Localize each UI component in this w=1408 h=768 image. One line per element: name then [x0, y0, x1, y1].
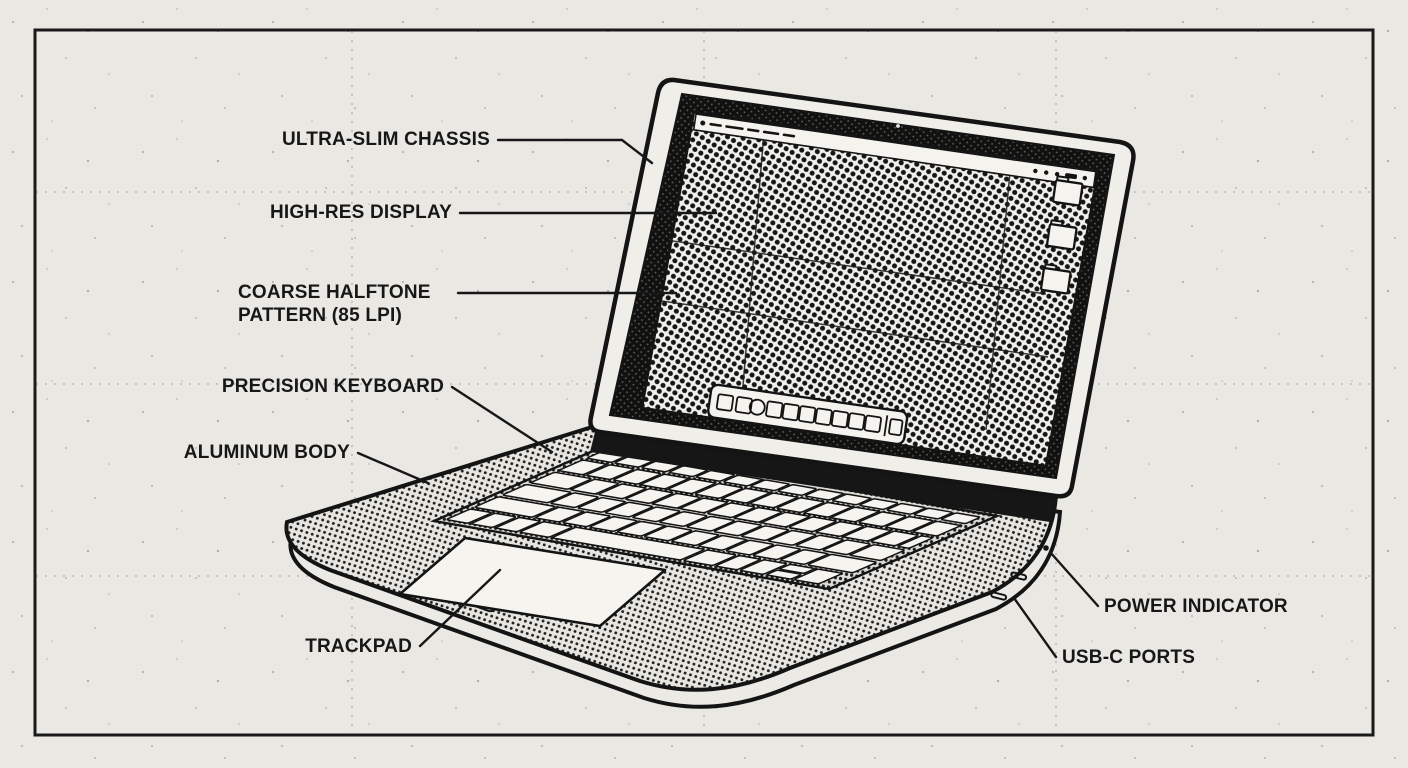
callout-label-display: HIGH-RES DISPLAY: [270, 202, 452, 223]
hinge: [590, 428, 1058, 522]
screen: [640, 110, 1100, 468]
menu-bar: [692, 113, 1097, 189]
apple-menu-icon: [700, 120, 706, 126]
side-ports: [990, 545, 1049, 601]
usb-c-port-1: [1010, 571, 1028, 581]
trackpad: [398, 536, 667, 628]
leader-line-chassis: [496, 138, 654, 165]
callout-label-power: POWER INDICATOR: [1104, 596, 1288, 617]
desktop-window-outlines: [651, 131, 1049, 431]
usb-c-port-2: [990, 591, 1008, 601]
leader-line-body: [356, 451, 430, 485]
desktop-icons: [1039, 175, 1084, 295]
dock-icons: [715, 393, 904, 437]
menu-items: [709, 122, 796, 138]
leader-lines: [356, 138, 1100, 659]
keyboard-keys: [446, 452, 980, 585]
leader-line-trackpad: [418, 568, 502, 648]
callout-label-keyboard: PRECISION KEYBOARD: [221, 376, 444, 397]
laptop-illustration: [284, 77, 1136, 709]
power-led: [1043, 545, 1049, 551]
callout-label-halftone: COARSE HALFTONE PATTERN (85 LPI): [238, 282, 431, 326]
leader-line-usb: [1012, 596, 1058, 659]
dock: [707, 383, 909, 446]
callout-label-body: ALUMINUM BODY: [183, 442, 350, 463]
leader-line-keyboard: [450, 385, 554, 454]
camera-icon: [896, 124, 900, 128]
callout-label-trackpad: TRACKPAD: [305, 636, 412, 657]
leader-line-power: [1048, 550, 1100, 608]
callout-label-chassis: ULTRA-SLIM CHASSIS: [281, 129, 490, 150]
callout-label-usb: USB-C PORTS: [1062, 647, 1196, 668]
frame-border: [33, 28, 1375, 737]
